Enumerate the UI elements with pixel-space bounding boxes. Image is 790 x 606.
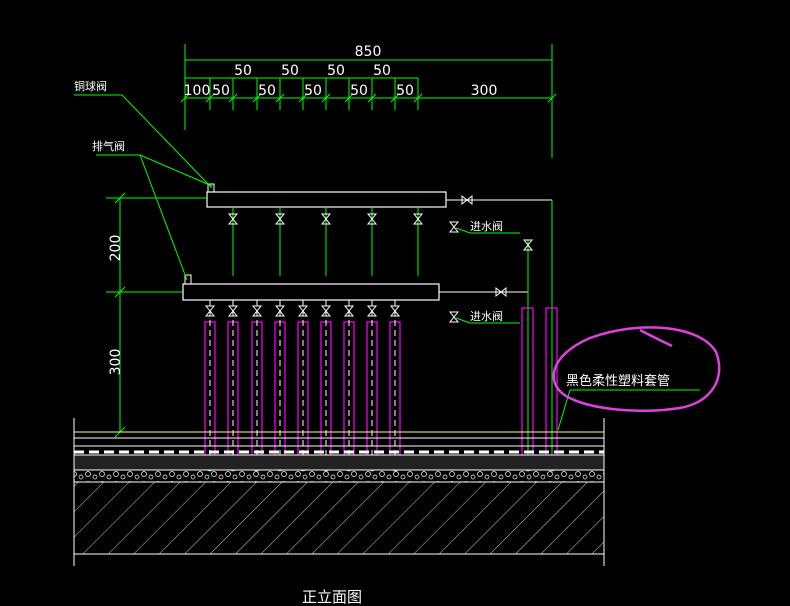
leader-lines [74, 94, 700, 431]
riser-valve-icon [522, 239, 534, 251]
lower-branch-valve-icon [297, 305, 309, 317]
manifolds [182, 183, 447, 301]
supply-pipes [439, 194, 558, 469]
label-sleeve-note: 黑色柔性塑料套管 [566, 373, 670, 389]
upper-manifold [206, 191, 447, 208]
dim-row2-4: 50 [304, 83, 322, 99]
dim-row2-2: 50 [212, 83, 230, 99]
label-copper-ball-valve: 铜球阀 [74, 79, 107, 93]
markup-circle [552, 326, 721, 412]
upper-branch-valve-icon [227, 213, 239, 225]
label-inlet-valve-upper: 进水阀 [470, 219, 503, 233]
lower-manifold [182, 283, 440, 301]
drawing-title: 正立面图 [302, 588, 362, 606]
dim-row2-5: 50 [350, 83, 368, 99]
label-inlet-valve-lower: 进水阀 [470, 309, 503, 323]
dim-row1-3: 50 [327, 63, 345, 79]
lower-branch-valve-icon [320, 305, 332, 317]
inlet-valve-upper-icon [448, 221, 460, 233]
dim-left-2: 300 [108, 349, 124, 376]
label-air-vent-valve: 排气阀 [92, 139, 125, 153]
left-dimensions: 200 300 [106, 192, 206, 438]
floor-layers [73, 418, 605, 566]
upper-branch-valve-icon [412, 213, 424, 225]
upper-branch-valve-icon [274, 213, 286, 225]
lower-branch-valve-icon [227, 305, 239, 317]
inlet-valve-lower-icon [448, 311, 460, 323]
dim-row1-2: 50 [281, 63, 299, 79]
lower-branch-valve-icon [251, 305, 263, 317]
lower-branch-valve-icon [389, 305, 401, 317]
dim-row2-3: 50 [258, 83, 276, 99]
dim-total: 850 [355, 44, 382, 60]
upper-branch-valve-icon [320, 213, 332, 225]
top-dimensions: 850 50 50 50 50 100 50 50 50 50 50 300 [180, 44, 557, 158]
branch-pipes [204, 207, 557, 472]
lower-branch-valve-icon [274, 305, 286, 317]
lower-branch-valve-icon [366, 305, 378, 317]
dim-row2-1: 100 [184, 83, 211, 99]
dim-row1-4: 50 [373, 63, 391, 79]
dim-row2-6: 50 [396, 83, 414, 99]
dim-row1-1: 50 [234, 63, 252, 79]
dim-row2-7: 300 [471, 83, 498, 99]
lower-branch-valve-icon [204, 305, 216, 317]
lower-branch-valve-icon [343, 305, 355, 317]
supply-valve-lower-icon [495, 286, 507, 298]
air-vent-upper-icon [207, 183, 215, 193]
air-vent-lower-icon [184, 274, 192, 285]
supply-valve-upper-icon [461, 194, 473, 206]
upper-branch-valve-icon [366, 213, 378, 225]
dim-left-1: 200 [108, 235, 124, 262]
